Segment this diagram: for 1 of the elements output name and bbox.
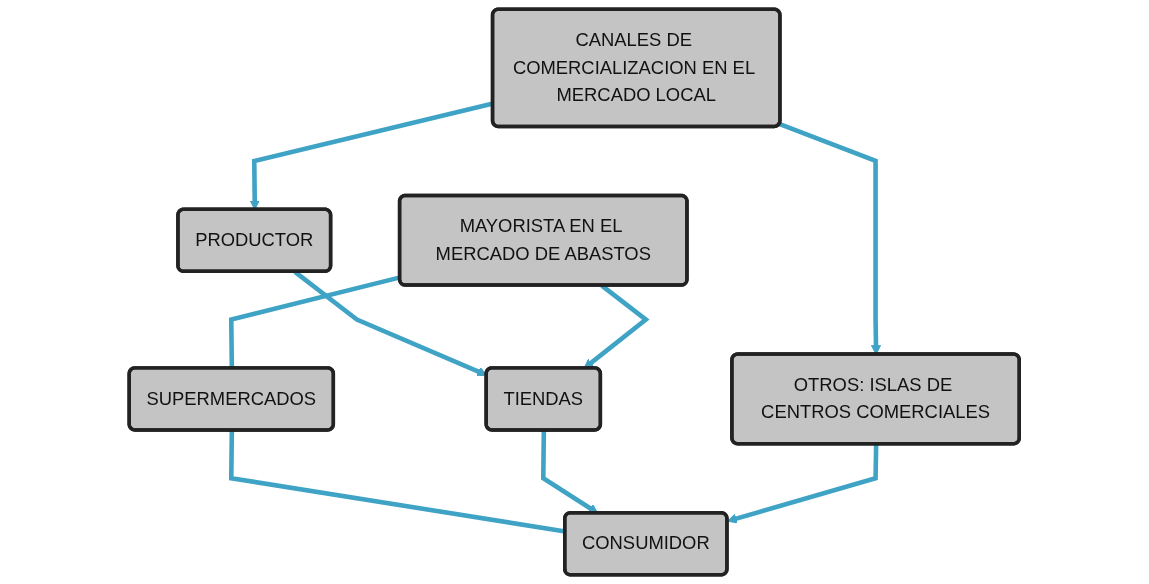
arrow [727, 444, 879, 524]
